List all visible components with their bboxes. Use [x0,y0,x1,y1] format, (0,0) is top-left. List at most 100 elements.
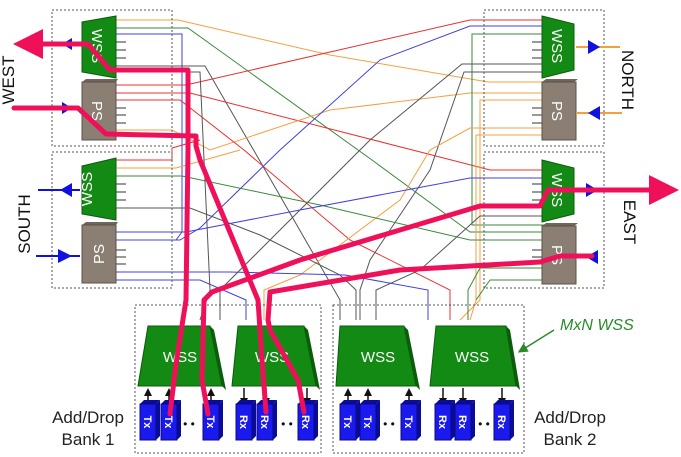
north-label: NORTH [618,50,637,110]
fiber-green [116,175,545,241]
transceiver-side [471,400,475,440]
bank2-rx-ellipsis: • • [478,417,490,431]
fiber-gray [116,71,211,321]
transceiver-side [314,400,318,440]
transceiver-top [401,400,421,404]
transceiver-side [252,400,256,440]
bank2-rx-wss: WSS [429,325,520,390]
bank1-tx-wss-label: WSS [163,349,197,366]
fiber-gray [219,63,545,320]
west-degree-box [51,9,173,147]
transceiver-side [510,400,514,440]
west-label: WEST [0,55,18,104]
north-wss: WSS [541,15,575,79]
transceiver-side [273,400,277,440]
transceiver-body [493,403,511,441]
west-wss-label: WSS [88,29,105,63]
fiber-orange [459,99,545,321]
tx-label: Tx [341,416,353,430]
bank2-rx-n: Rx [493,400,514,441]
fiber-red [116,19,545,86]
tx-label: Tx [141,416,153,430]
north-in-amplifier-icon [588,106,600,120]
rx-label: Rx [258,415,270,430]
transceiver-top [140,400,160,404]
bank1-tx-2: Tx [160,400,181,441]
transceiver-side [451,400,455,440]
transceiver-side [219,400,223,440]
transceiver-body [359,403,377,441]
rx-label: Rx [495,415,507,430]
transceiver-top [340,400,360,404]
south-wss: WSS [79,157,117,221]
bank2-label-line1: Add/Drop [534,408,606,427]
lightpath-west-add [12,29,191,417]
fiber-gray [359,71,545,320]
mxn-wss-annotation: MxN WSS [560,317,634,334]
bank2-tx-ellipsis: • • [383,417,395,431]
bank2-tx-1: Tx [339,400,360,441]
west-ps: PS [81,79,118,141]
transceiver-body [339,403,357,441]
bank1-rx-2: Rx [256,400,277,441]
tx-label: Tx [162,416,174,430]
fiber-interconnects [116,19,545,321]
transceiver-body [400,403,418,441]
transceiver-side [356,400,360,440]
transceiver-top [236,400,256,404]
east-label: EAST [620,200,639,244]
bank2-rx-2: Rx [454,400,475,441]
bank2-tx-2: Tx [359,400,380,441]
west-ps-label: PS [88,101,105,121]
bank2-rx-wss-label: WSS [455,349,489,366]
transceiver-top [435,400,455,404]
fiber-green [475,279,545,301]
tx-label: Tx [204,416,216,430]
transceiver-body [235,403,253,441]
bank1-rx-ellipsis: • • [281,417,293,431]
rx-label: Rx [237,415,249,430]
fiber-orange [263,127,545,320]
transceiver-top [494,400,514,404]
transceiver-body [434,403,452,441]
fiber-green [467,267,545,320]
north-degree-box [483,9,605,147]
bank2-tx-wss: WSS [335,325,420,390]
south-ps: PS [81,222,118,284]
tx-label: Tx [361,416,373,430]
fiber-red [116,99,451,320]
lightpaths [11,29,679,417]
fiber-green [116,27,545,233]
fiber-green [471,33,545,226]
bank1-label-line2: Bank 1 [62,430,115,449]
fiber-orange [116,19,545,83]
fiber-gray [116,207,357,320]
lightpath-east-drop [265,253,595,415]
add-drop-bank-2-box [332,304,525,454]
transceiver-top [360,400,380,404]
rx-label: Rx [299,415,311,430]
fiber-orange [116,149,241,169]
south-in-amplifier-icon [58,249,72,263]
rx-label: Rx [456,415,468,430]
north-wss-label: WSS [548,29,565,63]
north-ps: PS [541,79,578,141]
north-ps-label: PS [548,101,565,121]
mxn-wss-arrow [517,329,555,353]
east-degree-box [483,151,605,289]
south-out-amplifier-icon [60,183,72,197]
bank1-rx-1: Rx [235,400,256,441]
bank2-tx-n: Tx [400,400,421,441]
transceiver-side [417,400,421,440]
fiber-blue [116,177,545,233]
transceiver-top [455,400,475,404]
south-wss-label: WSS [79,172,96,206]
fiber-orange [116,92,545,151]
add-drop-bank-1-box [134,304,322,454]
bank2-rx-1: Rx [434,400,455,441]
south-label: SOUTH [15,194,34,254]
north-out-amplifier-icon [588,40,600,54]
transceiver-side [376,400,380,440]
